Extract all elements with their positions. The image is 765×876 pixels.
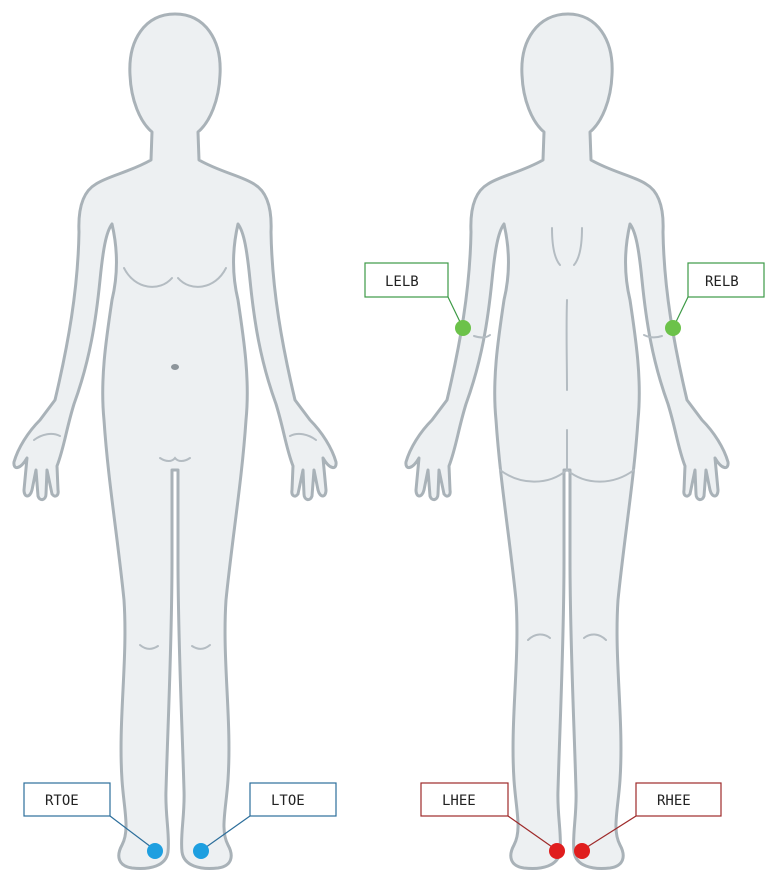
ltoe-dot	[193, 843, 209, 859]
front-body-silhouette	[14, 14, 336, 868]
rtoe-dot	[147, 843, 163, 859]
front-navel	[171, 364, 179, 370]
marker-lelb: LELB	[365, 263, 471, 336]
relb-label: RELB	[705, 274, 739, 290]
lelb-label: LELB	[385, 274, 419, 290]
lhee-label: LHEE	[442, 793, 476, 809]
front-figure	[14, 14, 336, 868]
back-figure	[406, 14, 728, 868]
ltoe-label: LTOE	[271, 793, 305, 809]
rhee-label: RHEE	[657, 793, 691, 809]
lhee-dot	[549, 843, 565, 859]
rtoe-label: RTOE	[45, 793, 79, 809]
rhee-dot	[574, 843, 590, 859]
relb-dot	[665, 320, 681, 336]
marker-relb: RELB	[665, 263, 764, 336]
lelb-dot	[455, 320, 471, 336]
